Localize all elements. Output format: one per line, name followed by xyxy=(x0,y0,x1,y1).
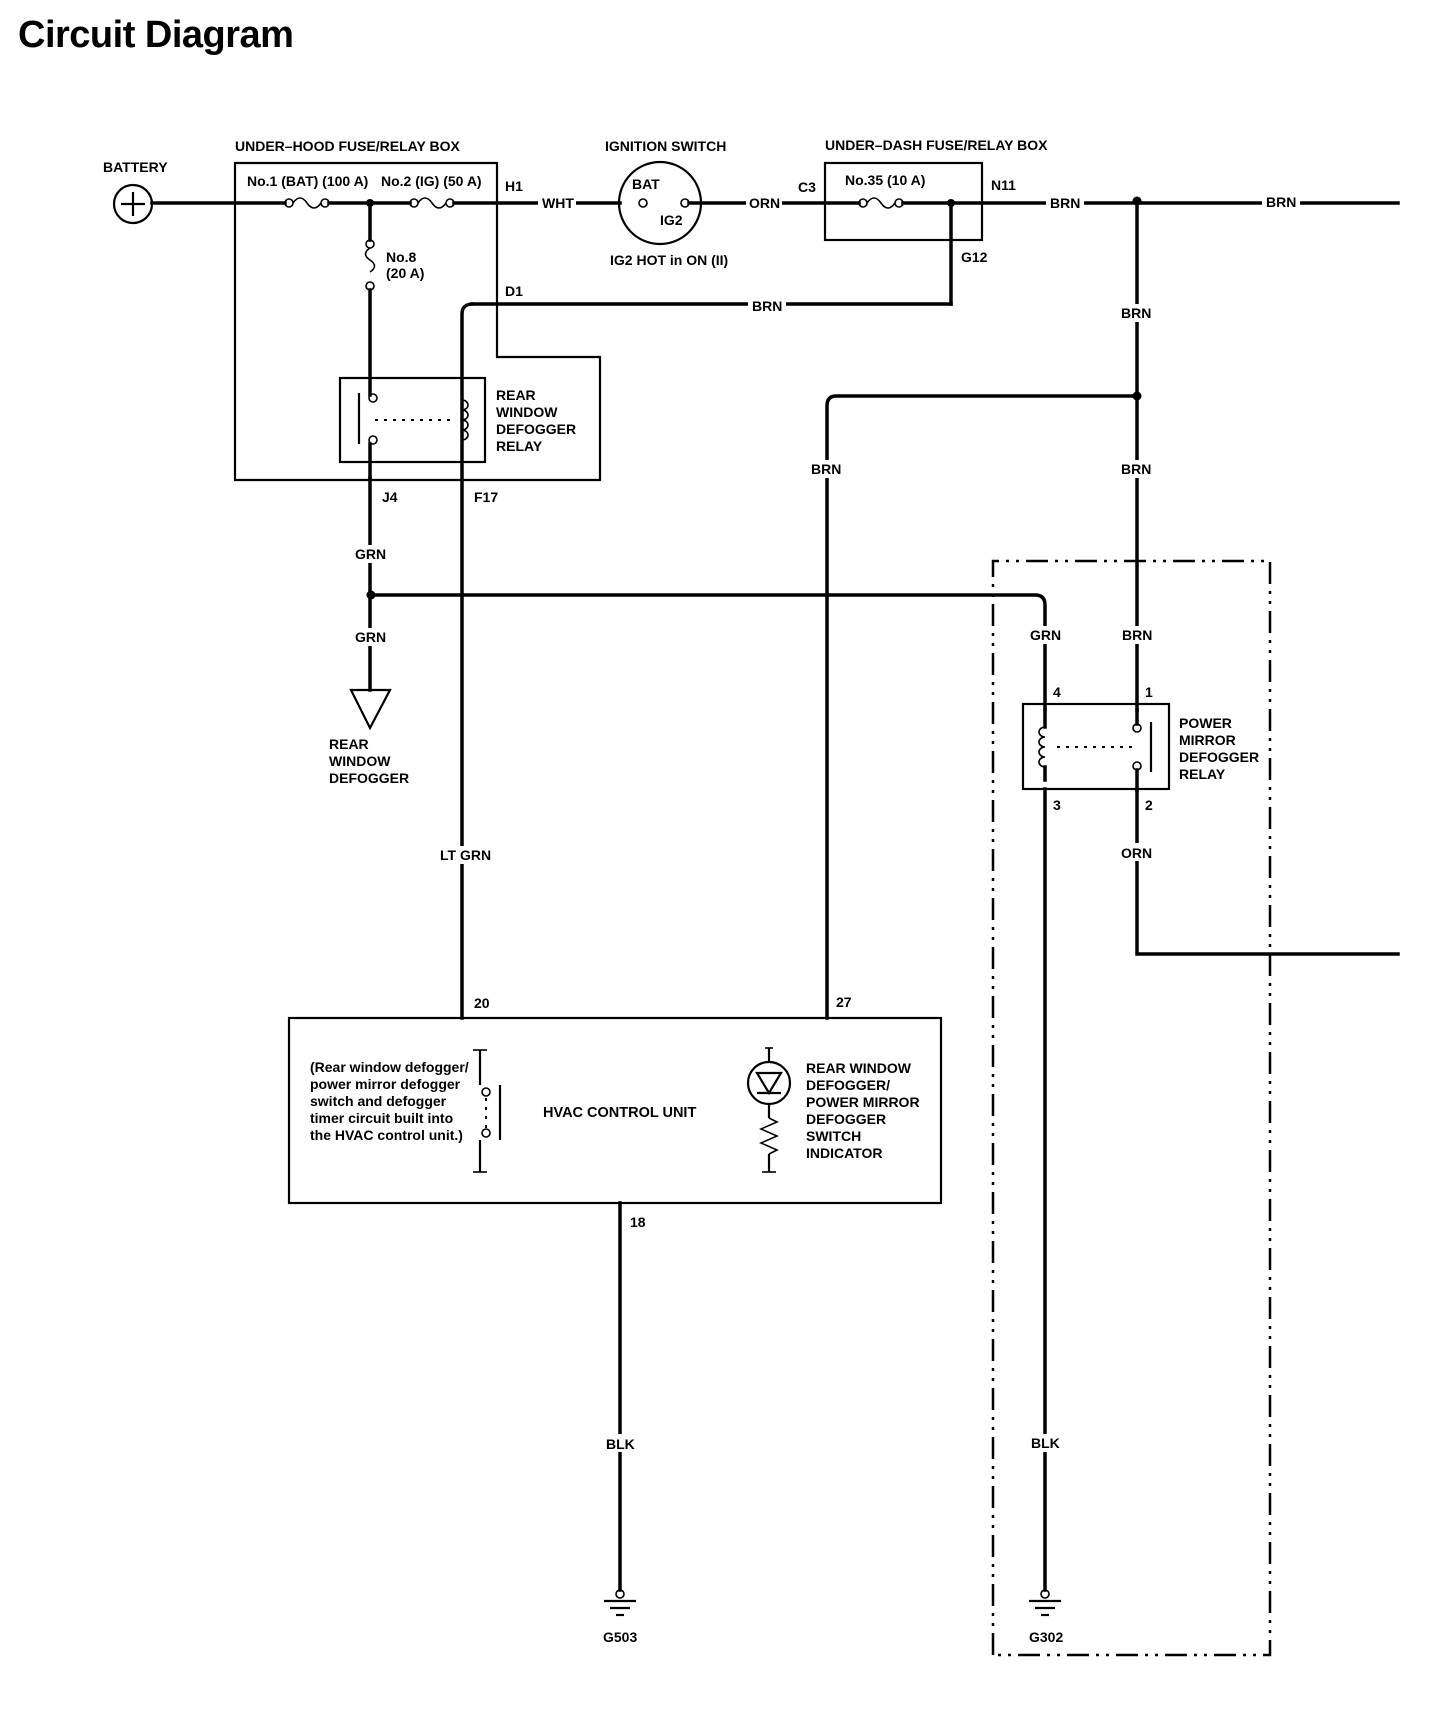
wire-label-brn-vertical-1: BRN xyxy=(1121,305,1151,321)
hvac-note-line-5: the HVAC control unit.) xyxy=(310,1127,463,1143)
wire-label-lt-grn: LT GRN xyxy=(440,847,491,863)
mirror-relay-coil-icon xyxy=(1038,708,1047,782)
indicator-label-5: SWITCH xyxy=(806,1128,861,1144)
terminal-j4: J4 xyxy=(382,489,398,505)
ignition-ig2-label: IG2 xyxy=(660,212,683,228)
rear-relay-label-1: REAR xyxy=(496,387,536,403)
wire-label-brn-vertical-2: BRN xyxy=(1121,461,1151,477)
fuse-no1-symbol xyxy=(284,197,330,209)
hvac-note-line-4: timer circuit built into xyxy=(310,1110,453,1126)
indicator-label-4: DEFOGGER xyxy=(806,1111,886,1127)
rear-relay-label-4: RELAY xyxy=(496,438,543,454)
hvac-pin-20: 20 xyxy=(474,995,490,1011)
indicator-led-icon xyxy=(746,1047,792,1173)
power-mirror-boundary xyxy=(991,559,1272,1657)
mirror-relay-label-4: RELAY xyxy=(1179,766,1226,782)
hvac-control-unit xyxy=(287,1016,943,1205)
ground-g503-label: G503 xyxy=(603,1629,637,1645)
indicator-label-3: POWER MIRROR xyxy=(806,1094,920,1110)
underdash-box-title: UNDER–DASH FUSE/RELAY BOX xyxy=(825,137,1048,153)
hvac-pin-18: 18 xyxy=(630,1214,646,1230)
wire-label-blk-g302: BLK xyxy=(1031,1435,1060,1451)
terminal-f17: F17 xyxy=(474,489,498,505)
terminal-d1: D1 xyxy=(505,283,523,299)
mirror-relay-label-1: POWER xyxy=(1179,715,1232,731)
terminal-c3: C3 xyxy=(798,179,816,195)
indicator-label-1: REAR WINDOW xyxy=(806,1060,912,1076)
hvac-note-line-3: switch and defogger xyxy=(310,1093,447,1109)
rear-relay-label-2: WINDOW xyxy=(496,404,558,420)
wire-label-grn-2: GRN xyxy=(355,629,386,645)
terminal-h1: H1 xyxy=(505,178,523,194)
rear-defogger-label-1: REAR xyxy=(329,736,369,752)
terminal-n11: N11 xyxy=(991,177,1016,193)
wire-label-grn-mirror: GRN xyxy=(1030,627,1061,643)
wire-label-grn-1: GRN xyxy=(355,546,386,562)
ground-g302-icon xyxy=(1029,1589,1061,1617)
battery-label: BATTERY xyxy=(103,159,168,175)
wire-label-wht: WHT xyxy=(542,195,574,211)
ground-g503-icon xyxy=(604,1589,636,1617)
wire-label-brn-mirror: BRN xyxy=(1122,627,1152,643)
terminal-g12: G12 xyxy=(961,249,988,265)
ground-g302-label: G302 xyxy=(1029,1629,1063,1645)
hvac-defogger-switch-symbol xyxy=(473,1049,502,1173)
wire-label-brn-n11: BRN xyxy=(1050,195,1080,211)
ignition-bat-label: BAT xyxy=(632,176,660,192)
hvac-title: HVAC CONTROL UNIT xyxy=(543,1105,696,1121)
wire-label-orn-1: ORN xyxy=(749,195,780,211)
rear-window-defogger-symbol xyxy=(349,688,392,731)
mirror-relay-pin-4: 4 xyxy=(1053,684,1061,700)
mirror-relay-pin-1: 1 xyxy=(1145,684,1153,700)
power-mirror-defogger-relay xyxy=(1021,702,1171,791)
fuse-no8-label-2: (20 A) xyxy=(386,265,424,281)
mirror-relay-pin-2: 2 xyxy=(1145,797,1153,813)
fuse-no1-label: No.1 (BAT) (100 A) xyxy=(247,173,368,189)
indicator-label-6: INDICATOR xyxy=(806,1145,882,1161)
fuse-no35-symbol xyxy=(858,197,904,209)
mirror-relay-label-3: DEFOGGER xyxy=(1179,749,1259,765)
ignition-note: IG2 HOT in ON (II) xyxy=(610,252,728,268)
fuse-no2-label: No.2 (IG) (50 A) xyxy=(381,173,482,189)
wire-label-blk-g503: BLK xyxy=(606,1436,635,1452)
hvac-note-line-1: (Rear window defogger/ xyxy=(310,1059,469,1075)
rear-window-defogger-relay xyxy=(338,376,487,464)
rear-defogger-label-2: WINDOW xyxy=(329,753,391,769)
hvac-pin-27: 27 xyxy=(836,994,852,1010)
rear-defogger-label-3: DEFOGGER xyxy=(329,770,409,786)
fuse-no35-label: No.35 (10 A) xyxy=(845,172,925,188)
wire-label-orn-2: ORN xyxy=(1121,845,1152,861)
fuse-no8-symbol xyxy=(364,239,376,291)
underhood-box-title: UNDER–HOOD FUSE/RELAY BOX xyxy=(235,138,460,154)
hvac-note-line-2: power mirror defogger xyxy=(310,1076,461,1092)
mirror-relay-switch-symbol xyxy=(1057,708,1153,792)
rear-relay-label-3: DEFOGGER xyxy=(496,421,576,437)
fuse-no2-symbol xyxy=(409,197,455,209)
rear-relay-switch-symbol xyxy=(357,393,455,445)
ignition-switch-title: IGNITION SWITCH xyxy=(605,138,726,154)
wire-label-brn-hvac: BRN xyxy=(811,461,841,477)
fuse-no8-label-1: No.8 xyxy=(386,249,417,265)
page-title: Circuit Diagram xyxy=(18,14,294,56)
indicator-label-2: DEFOGGER/ xyxy=(806,1077,890,1093)
mirror-relay-pin-3: 3 xyxy=(1053,797,1061,813)
wire-label-brn-right: BRN xyxy=(1266,194,1296,210)
mirror-relay-label-2: MIRROR xyxy=(1179,732,1236,748)
battery-symbol xyxy=(112,183,154,225)
wire-label-brn-g12: BRN xyxy=(752,298,782,314)
underhood-box-outline xyxy=(233,161,602,482)
